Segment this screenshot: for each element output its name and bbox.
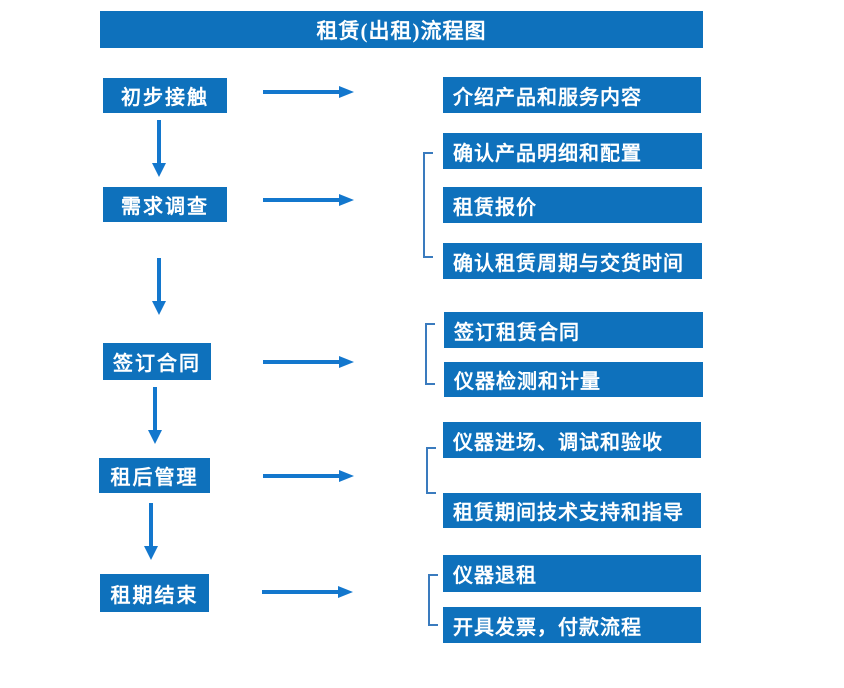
group-bracket-contract-signing: [425, 323, 435, 385]
output-box-confirm-product-details: 确认产品明细和配置: [443, 133, 702, 169]
arrow-head-icon: [339, 194, 354, 206]
down-arrow-3: [148, 387, 162, 444]
right-arrow-4: [263, 470, 354, 482]
output-box-instrument-setup: 仪器进场、调试和验收: [443, 422, 701, 458]
right-arrow-2: [263, 194, 354, 206]
flowchart-title: 租赁(出租)流程图: [100, 11, 703, 48]
arrow-shaft: [149, 503, 153, 547]
stage-box-demand-survey: 需求调查: [103, 187, 227, 222]
arrow-shaft: [157, 120, 161, 164]
arrow-shaft: [263, 90, 340, 94]
output-box-sign-rental-contract: 签订租赁合同: [444, 312, 703, 348]
arrow-head-icon: [339, 356, 354, 368]
arrow-head-icon: [144, 546, 158, 560]
output-box-invoice-payment: 开具发票，付款流程: [443, 607, 701, 643]
right-arrow-3: [263, 356, 354, 368]
down-arrow-4: [144, 503, 158, 560]
arrow-head-icon: [339, 470, 354, 482]
arrow-shaft: [263, 198, 340, 202]
arrow-shaft: [157, 258, 161, 302]
output-box-technical-support: 租赁期间技术支持和指导: [443, 493, 701, 528]
arrow-head-icon: [152, 163, 166, 177]
arrow-shaft: [262, 590, 339, 594]
arrow-head-icon: [152, 301, 166, 315]
right-arrow-1: [263, 86, 354, 98]
arrow-shaft: [263, 474, 340, 478]
stage-box-initial-contact: 初步接触: [103, 78, 227, 113]
stage-box-rental-end: 租期结束: [100, 574, 209, 612]
down-arrow-2: [152, 258, 166, 315]
stage-box-contract-signing: 签订合同: [103, 343, 211, 380]
arrow-head-icon: [339, 86, 354, 98]
arrow-head-icon: [148, 430, 162, 444]
output-box-instrument-testing: 仪器检测和计量: [444, 362, 703, 397]
output-box-rental-quotation: 租赁报价: [443, 187, 702, 223]
arrow-shaft: [263, 360, 340, 364]
down-arrow-1: [152, 120, 166, 177]
arrow-head-icon: [338, 586, 353, 598]
group-bracket-post-rental: [426, 447, 436, 494]
stage-box-post-rental-management: 租后管理: [99, 458, 210, 493]
group-bracket-demand-survey: [423, 152, 433, 258]
arrow-shaft: [153, 387, 157, 431]
right-arrow-5: [262, 586, 353, 598]
output-box-confirm-rental-period: 确认租赁周期与交货时间: [443, 243, 702, 279]
output-box-introduce-products: 介绍产品和服务内容: [443, 77, 701, 113]
output-box-instrument-return: 仪器退租: [443, 555, 701, 592]
group-bracket-rental-end: [428, 574, 438, 626]
